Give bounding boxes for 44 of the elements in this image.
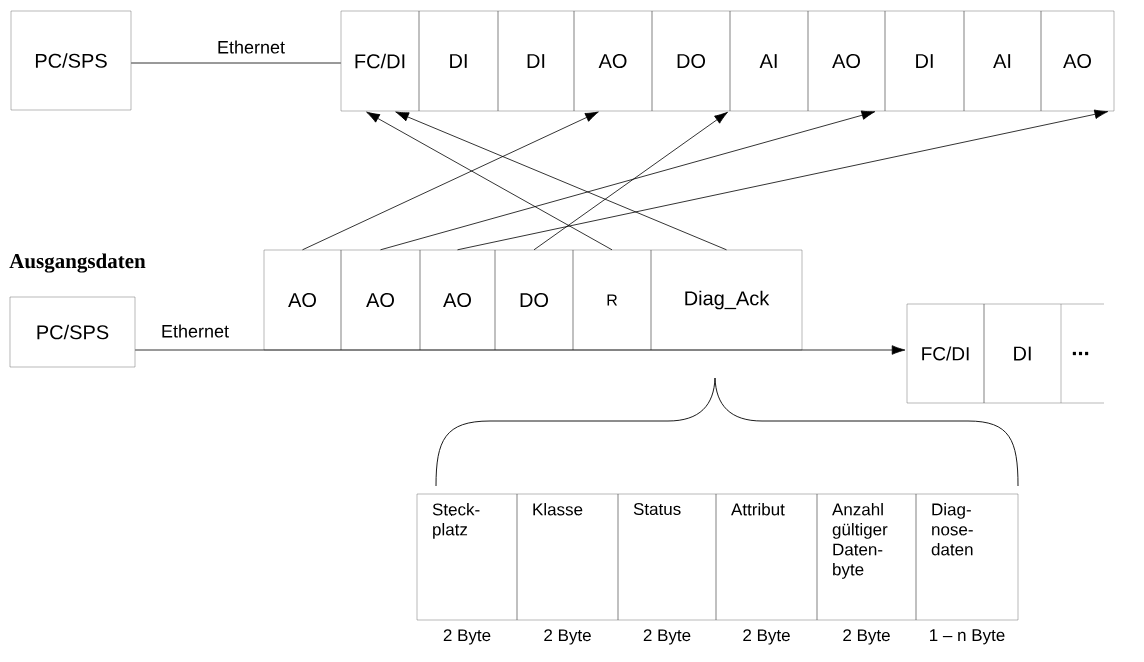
connector-line bbox=[130, 62, 342, 64]
data-field: AI bbox=[729, 10, 809, 112]
data-field: DI bbox=[497, 10, 575, 112]
arrow bbox=[134, 345, 906, 355]
data-field: Diag- nose- daten bbox=[915, 493, 1019, 621]
data-field: Diag_Ack bbox=[650, 249, 803, 351]
data-field: DI bbox=[418, 10, 499, 112]
data-field: AO bbox=[419, 249, 496, 351]
device-box: PC/SPS bbox=[9, 296, 136, 368]
arrow bbox=[302, 111, 599, 251]
edge-label: Ethernet bbox=[160, 323, 231, 339]
data-field: FC/DI bbox=[906, 303, 985, 404]
size-label: 1 – n Byte bbox=[930, 629, 1005, 645]
arrow bbox=[366, 111, 613, 251]
arrow bbox=[533, 111, 728, 251]
data-field: Attribut bbox=[715, 493, 818, 621]
size-label: 2 Byte bbox=[643, 629, 691, 645]
data-field: ... bbox=[1060, 303, 1105, 404]
section-heading: Ausgangsdaten bbox=[9, 253, 146, 273]
data-field: Klasse bbox=[516, 493, 619, 621]
data-field: AO bbox=[1040, 10, 1115, 112]
arrow bbox=[380, 110, 876, 251]
data-field: AO bbox=[340, 249, 421, 351]
data-field: AO bbox=[573, 10, 653, 112]
data-field: AI bbox=[963, 10, 1042, 112]
data-field: DO bbox=[651, 10, 731, 112]
arrow bbox=[395, 111, 727, 251]
size-label: 2 Byte bbox=[743, 629, 790, 645]
size-label: 2 Byte bbox=[443, 629, 491, 645]
data-field: DI bbox=[884, 10, 965, 112]
data-field: Status bbox=[617, 493, 717, 621]
data-field: AO bbox=[263, 249, 342, 351]
size-label: 2 Byte bbox=[843, 629, 890, 645]
arrow bbox=[457, 109, 1109, 251]
data-field: DI bbox=[983, 303, 1062, 404]
data-field: DO bbox=[494, 249, 574, 351]
data-field: AO bbox=[807, 10, 886, 112]
size-label: 2 Byte bbox=[544, 629, 591, 645]
data-field: R bbox=[572, 249, 652, 351]
edge-label: Ethernet bbox=[216, 39, 287, 55]
data-field: Anzahl gültiger Daten- byte bbox=[816, 493, 917, 621]
data-field: FC/DI bbox=[340, 10, 420, 112]
device-box: PC/SPS bbox=[10, 10, 132, 111]
data-field: Steck- platz bbox=[416, 493, 518, 621]
